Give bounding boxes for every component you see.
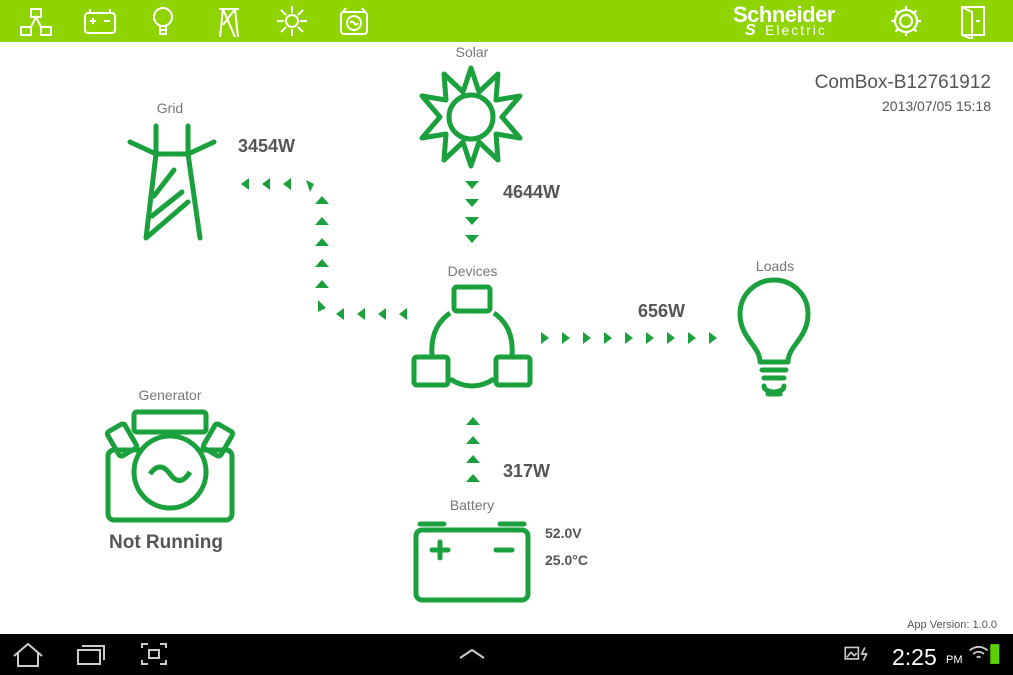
wifi-battery-icon (966, 640, 1006, 668)
battery-power: 317W (503, 461, 551, 481)
generator-label: Generator (138, 387, 202, 403)
brand-line1: Schneider (733, 2, 835, 27)
solar-label: Solar (455, 44, 489, 60)
solar-sun-icon[interactable] (416, 62, 526, 172)
devices-label: Devices (447, 263, 498, 279)
loads-label: Loads (755, 258, 795, 274)
home-icon[interactable] (10, 640, 46, 668)
schneider-electric-logo: Schneider S Electric (733, 2, 861, 40)
system-clock-ampm: PM (946, 654, 963, 666)
battery-label: Battery (449, 497, 495, 513)
grid-icon[interactable] (211, 3, 247, 39)
battery-icon[interactable] (82, 3, 118, 39)
android-nav-bar (0, 634, 1013, 675)
grid-power: 3454W (238, 136, 296, 156)
device-name: ComBox-B12761912 (814, 72, 991, 93)
battery-icon-large[interactable] (412, 516, 532, 604)
loads-power: 656W (638, 301, 686, 321)
grid-label: Grid (156, 100, 184, 116)
generator-icon[interactable] (336, 3, 372, 39)
battery-temperature: 25.0°C (545, 552, 588, 568)
solar-icon[interactable] (274, 3, 310, 39)
settings-gear-icon[interactable] (888, 3, 924, 39)
exit-door-icon[interactable] (954, 3, 990, 41)
generator-engine-icon[interactable] (104, 406, 236, 524)
grid-tower-icon[interactable] (126, 118, 218, 242)
devices-hub-icon[interactable] (410, 283, 534, 389)
loads-bulb-icon[interactable] (734, 276, 814, 402)
generator-status: Not Running (109, 532, 223, 553)
loads-icon[interactable] (145, 3, 181, 39)
app-version: App Version: 1.0.0 (907, 619, 997, 631)
device-timestamp: 2013/07/05 15:18 (882, 98, 991, 114)
top-bar: Schneider S Electric (0, 0, 1013, 42)
screenshot-icon[interactable] (136, 640, 172, 668)
system-clock: 2:25 (892, 644, 937, 670)
solar-power: 4644W (503, 182, 561, 202)
recent-apps-icon[interactable] (72, 640, 108, 668)
battery-voltage: 52.0V (545, 525, 582, 541)
devices-icon[interactable] (18, 3, 54, 39)
chevron-up-icon[interactable] (454, 640, 490, 668)
notification-icons (842, 640, 886, 668)
brand-mark: S (745, 22, 756, 39)
brand-line2: Electric (765, 22, 827, 38)
